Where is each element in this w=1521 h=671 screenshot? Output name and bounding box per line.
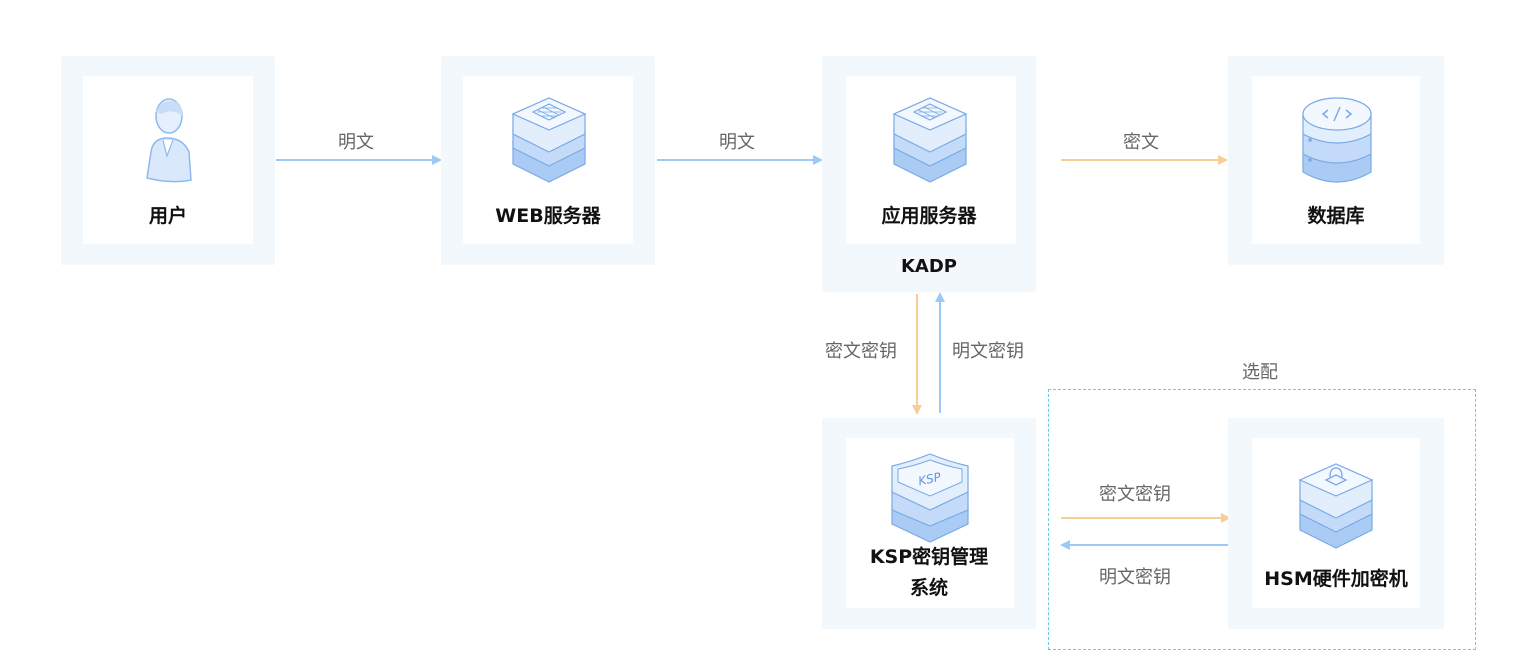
lock-server-icon — [1298, 463, 1374, 549]
svg-text:KSP: KSP — [917, 470, 943, 489]
node-user: 用户 — [61, 56, 275, 265]
label-app-to-ksp: 密文密钥 — [825, 341, 897, 362]
node-app-server: 应用服务器 KADP — [822, 56, 1036, 292]
node-database: 数据库 — [1228, 56, 1444, 265]
node-ksp-title-line2: 系统 — [909, 577, 948, 599]
node-ksp: KSP KSP密钥管理 系统 — [822, 418, 1036, 629]
node-database-title: 数据库 — [1307, 205, 1365, 227]
optional-group-border — [1048, 389, 1476, 650]
label-hsm-to-ksp: 明文密钥 — [1099, 567, 1171, 588]
label-ksp-to-hsm: 密文密钥 — [1099, 484, 1171, 505]
node-hsm: HSM硬件加密机 — [1228, 418, 1444, 629]
node-app-server-subtitle: KADP — [900, 256, 957, 277]
label-app-to-db: 密文 — [1123, 132, 1159, 153]
optional-group-label: 选配 — [1242, 362, 1278, 383]
label-user-to-web: 明文 — [338, 132, 374, 153]
ksp-shield-icon: KSP — [891, 453, 969, 543]
label-ksp-to-app: 明文密钥 — [952, 341, 1024, 362]
server-grid-icon — [892, 97, 968, 183]
node-app-server-title: 应用服务器 — [881, 205, 977, 227]
server-grid-icon — [511, 97, 587, 183]
node-user-title: 用户 — [148, 205, 187, 227]
node-hsm-title: HSM硬件加密机 — [1264, 568, 1408, 590]
node-web-server: WEB服务器 — [441, 56, 655, 265]
label-web-to-app: 明文 — [719, 132, 755, 153]
node-web-server-title: WEB服务器 — [495, 205, 601, 227]
database-code-icon — [1302, 97, 1372, 183]
person-icon — [146, 98, 192, 183]
node-ksp-title-line1: KSP密钥管理 — [869, 546, 989, 568]
